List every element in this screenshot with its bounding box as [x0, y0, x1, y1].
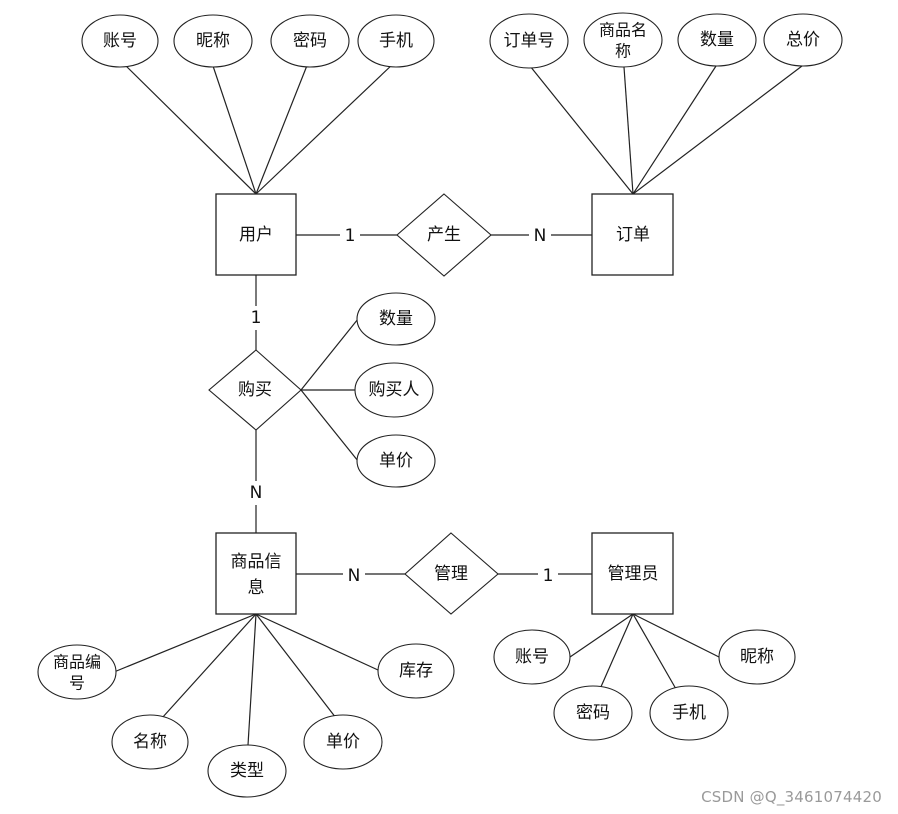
connector-admin-nickname — [632, 613, 720, 658]
attribute-order-number: 订单号 — [489, 13, 569, 69]
entity-product-label-line1: 商品信 — [231, 552, 282, 572]
connector-order-quantity — [632, 65, 717, 195]
attribute-product-name-label: 名称 — [133, 732, 167, 752]
attribute-product-price: 单价 — [303, 714, 383, 770]
relationship-produce: 产生 — [396, 193, 492, 277]
attribute-admin-nickname-label: 昵称 — [740, 647, 774, 667]
connector-order-total — [632, 65, 803, 195]
attribute-product-name: 名称 — [111, 714, 189, 770]
attribute-admin-account-label: 账号 — [515, 647, 549, 667]
attribute-product-code-label-line2: 号 — [69, 674, 85, 693]
connector-admin-password — [599, 613, 634, 690]
cardinality-user-produce-label: 1 — [345, 226, 356, 246]
cardinality-user-purchase: 1 — [246, 306, 266, 330]
connector-product-type — [247, 613, 257, 746]
attribute-user-account-label: 账号 — [103, 31, 137, 51]
connector-order-product-name — [623, 66, 634, 195]
relationship-purchase-label: 购买 — [238, 380, 272, 400]
attribute-product-code: 商品编 号 — [37, 644, 117, 700]
attribute-order-product-name: 商品名 称 — [583, 12, 663, 68]
connector-user-password — [255, 62, 309, 195]
attribute-purchase-quantity-label: 数量 — [379, 309, 413, 329]
cardinality-manage-admin-label: 1 — [543, 566, 554, 586]
attribute-order-quantity: 数量 — [677, 13, 757, 67]
attribute-order-number-label: 订单号 — [504, 31, 555, 51]
attribute-user-account: 账号 — [81, 14, 159, 68]
attribute-admin-password-label: 密码 — [576, 703, 610, 723]
attribute-product-stock-label: 库存 — [399, 661, 433, 681]
attribute-product-type: 类型 — [207, 744, 287, 798]
attribute-admin-account: 账号 — [493, 629, 571, 685]
cardinality-product-manage: N — [343, 564, 365, 586]
connector-user-account — [122, 62, 257, 195]
attribute-purchase-buyer-label: 购买人 — [369, 380, 420, 400]
attribute-purchase-price: 单价 — [356, 434, 436, 488]
connector-admin-phone — [632, 613, 677, 690]
cardinality-purchase-product-label: N — [250, 483, 263, 503]
attribute-admin-nickname: 昵称 — [718, 629, 796, 685]
entity-admin-label: 管理员 — [608, 564, 659, 584]
attribute-user-password-label: 密码 — [293, 31, 327, 51]
connector-admin-account — [569, 613, 634, 658]
entity-admin: 管理员 — [591, 532, 674, 615]
attribute-admin-phone: 手机 — [649, 685, 729, 741]
attribute-order-product-name-label-line2: 称 — [615, 42, 631, 61]
attribute-order-quantity-label: 数量 — [700, 30, 734, 50]
attribute-product-stock: 库存 — [377, 643, 455, 699]
cardinality-manage-admin: 1 — [538, 564, 558, 586]
attribute-product-code-label-line1: 商品编 — [53, 653, 101, 672]
connector-purchase-quantity — [300, 318, 359, 391]
connector-product-name — [161, 613, 257, 719]
cardinality-produce-order-label: N — [534, 226, 547, 246]
connector-product-price — [255, 613, 337, 719]
connector-product-code — [113, 613, 257, 673]
attribute-user-phone: 手机 — [357, 14, 435, 68]
cardinality-produce-order: N — [529, 224, 551, 246]
connector-user-nickname — [211, 62, 257, 195]
attribute-order-total: 总价 — [763, 13, 843, 67]
attribute-user-nickname-label: 昵称 — [196, 31, 230, 51]
entity-product: 商品信 息 — [215, 532, 297, 615]
attribute-user-phone-label: 手机 — [379, 31, 413, 51]
attribute-product-price-label: 单价 — [326, 732, 360, 752]
cardinality-user-produce: 1 — [340, 224, 360, 246]
connector-order-no — [529, 65, 634, 195]
attribute-user-nickname: 昵称 — [173, 14, 253, 68]
connector-product-stock — [255, 613, 379, 671]
cardinality-user-purchase-label: 1 — [251, 308, 262, 328]
attribute-order-product-name-label-line1: 商品名 — [599, 21, 647, 40]
attribute-admin-password: 密码 — [553, 685, 633, 741]
relationship-purchase: 购买 — [208, 349, 302, 431]
connector-user-phone — [255, 62, 395, 195]
entity-user: 用户 — [215, 193, 297, 276]
cardinality-purchase-product: N — [244, 481, 268, 505]
entity-product-label-line2: 息 — [248, 578, 265, 598]
attribute-order-total-label: 总价 — [786, 30, 820, 50]
attribute-admin-phone-label: 手机 — [672, 703, 706, 723]
watermark: CSDN @Q_3461074420 — [701, 788, 882, 806]
entity-order: 订单 — [591, 193, 674, 276]
attribute-user-password: 密码 — [270, 14, 350, 68]
relationship-manage-label: 管理 — [434, 564, 468, 584]
attribute-purchase-buyer: 购买人 — [354, 362, 434, 418]
cardinality-product-manage-label: N — [348, 566, 361, 586]
attribute-purchase-price-label: 单价 — [379, 451, 413, 471]
relationship-manage: 管理 — [404, 532, 499, 615]
attribute-purchase-quantity: 数量 — [356, 292, 436, 346]
entity-order-label: 订单 — [616, 225, 650, 245]
entity-user-label: 用户 — [239, 225, 273, 245]
attribute-product-type-label: 类型 — [230, 761, 264, 781]
relationship-produce-label: 产生 — [427, 225, 461, 245]
connector-purchase-price — [300, 389, 359, 462]
